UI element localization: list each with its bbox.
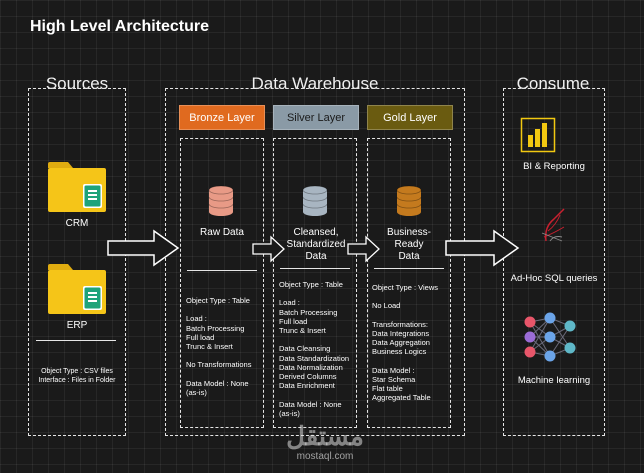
bi-reporting-label: BI & Reporting — [523, 161, 585, 172]
bronze-details: Object Type : Table Load : Batch Process… — [186, 296, 252, 398]
neural-network-icon — [524, 312, 576, 362]
bronze-layer-tag: Bronze Layer — [179, 105, 265, 130]
gold-database-icon — [396, 185, 422, 216]
sources-separator — [36, 340, 116, 341]
gold-layer-tag: Gold Layer — [367, 105, 453, 130]
sql-server-icon — [541, 208, 565, 242]
bronze-separator — [187, 270, 257, 271]
silver-details: Object Type : Table Load : Batch Process… — [279, 280, 350, 418]
bronze-layer-box — [180, 138, 264, 428]
sources-to-bronze-arrow-icon — [107, 229, 180, 267]
crm-label: CRM — [65, 218, 89, 229]
bronze-database-icon — [208, 185, 234, 216]
gold-separator — [374, 268, 444, 269]
machine-learning-label: Machine learning — [517, 375, 591, 386]
gold-layer-box — [367, 138, 451, 428]
bronze-to-silver-arrow-icon — [252, 235, 285, 263]
silver-to-gold-arrow-icon — [347, 235, 380, 263]
bronze-heading: Raw Data — [200, 227, 244, 238]
sources-details: Object Type : CSV files Interface : File… — [38, 368, 116, 385]
gold-details: Object Type : Views No Load Transformati… — [372, 283, 439, 403]
warehouse-container — [165, 88, 465, 436]
gold-heading: Business- Ready Data — [387, 227, 431, 262]
silver-separator — [280, 268, 350, 269]
silver-heading: Cleansed, Standardized Data — [286, 227, 346, 262]
sources-container — [28, 88, 126, 436]
page-title: High Level Architecture — [30, 18, 210, 35]
silver-layer-tag: Silver Layer — [273, 105, 359, 130]
erp-folder-icon — [48, 264, 106, 314]
gold-to-consume-arrow-icon — [445, 229, 520, 267]
powerbi-icon — [520, 117, 556, 153]
silver-layer-box — [273, 138, 357, 428]
crm-folder-icon — [48, 162, 106, 212]
consume-container — [503, 88, 605, 436]
watermark-latin: mostaql.com — [296, 451, 354, 462]
erp-label: ERP — [66, 320, 88, 331]
silver-database-icon — [302, 185, 328, 216]
sql-queries-label: Ad-Hoc SQL queries — [510, 273, 598, 284]
watermark-arabic: مستقل — [286, 421, 364, 451]
